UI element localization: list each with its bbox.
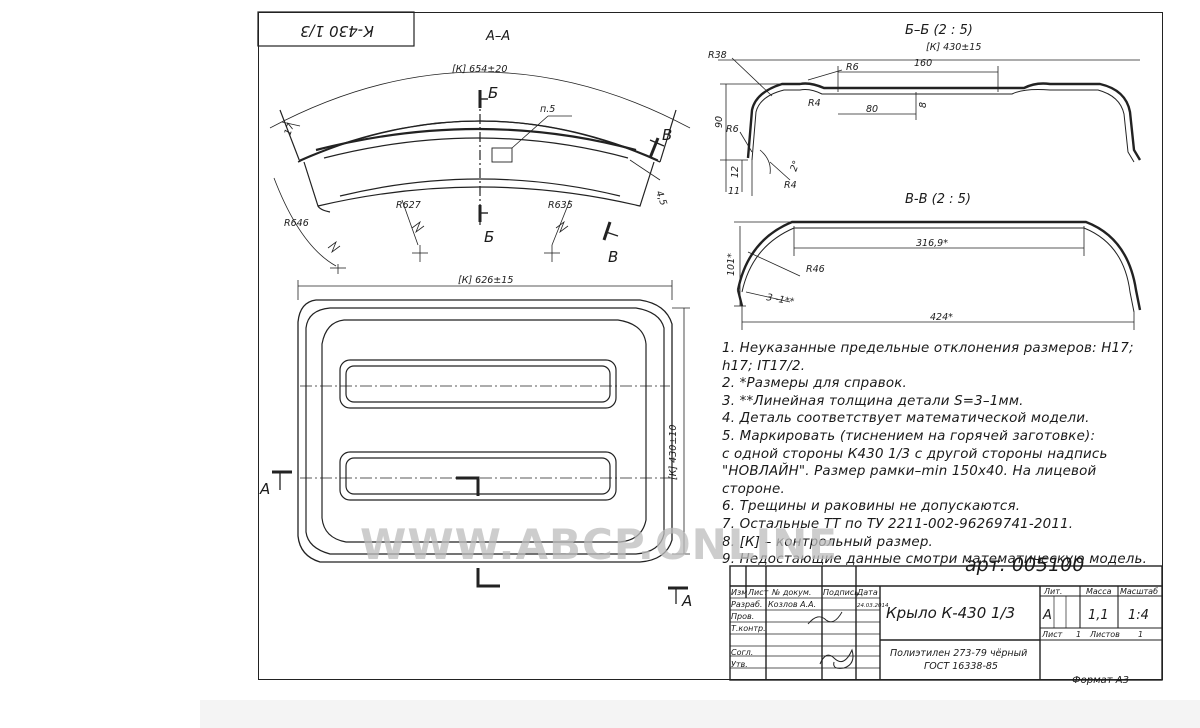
note-line: 8. [К] – контрольный размер. [722,534,933,550]
sheet-format: Формат А3 [1072,675,1129,686]
dim-17: 17 [282,122,296,137]
note-line: "НОВЛАЙН". Размер рамки–min 150x40. На л… [722,464,1097,480]
tb-sheets-label: Листов [1089,630,1120,639]
cut-marks-a [272,470,688,604]
title-block-grid [729,565,1163,681]
stamp-code: К-430 1/3 [300,22,374,40]
dim-r635: R635 [548,200,573,211]
dim-r627: R627 [396,200,421,211]
note-line: 3. **Линейная толщина детали S=3–1мм. [722,393,1024,409]
note-line: стороне. [722,481,785,497]
cut-mark-a-left: А [259,480,270,498]
signature-check [807,611,843,625]
tb-role-utv: Утв. [731,660,748,669]
dim-r46: R46 [806,264,825,275]
tb-role-sogl: Согл. [731,648,753,657]
tb-developer: Козлов А.А. [768,600,816,609]
note-ref-p5: п.5 [540,104,555,115]
tb-scale: 1:4 [1128,608,1149,623]
note-line: 7. Остальные ТТ по ТУ 2211-002-96269741-… [722,516,1074,532]
dim-r4-top: R4 [808,98,821,109]
tb-scale-label: Масштаб [1120,587,1158,596]
note-line: 6. Трещины и раковины не допускаются. [722,499,1021,515]
dim-160: 160 [914,58,932,69]
dim-plan-height: [К] 430±10 [668,425,679,480]
cut-mark-b-top: Б [488,84,498,102]
tb-role-prov: Пров. [731,612,754,621]
tb-role-tkontr: Т.контр. [731,624,766,633]
section-bb-view [718,57,1142,196]
note-line: с одной стороны К430 1/3 с другой сторон… [722,446,1108,462]
tb-lit: А [1042,608,1052,623]
tb-header-izm: Изм [731,588,747,597]
tb-header-doc: № докум. [771,588,811,597]
section-bb-title: Б–Б (2 : 5) [905,23,973,38]
watermark: WWW.ABCP.ONLINE [360,520,838,569]
dim-arc-length: [К] 654±20 [452,64,507,75]
note-line: h17; IT17/2. [722,358,806,374]
dim-r6-left: R6 [726,124,739,135]
dim-r6-top: R6 [846,62,859,73]
dim-thickness: 3 -1** [765,292,795,308]
tb-header-sign: Подпись [823,588,859,597]
article-number: арт. 005100 [965,554,1085,576]
dim-plan-width: [К] 626±15 [458,275,513,286]
tb-material-1: Полиэтилен 273-79 чёрный [890,648,1027,659]
dim-r4-bottom: R4 [784,180,797,191]
stamp-box [257,11,415,47]
tb-sheet-label: Лист [1041,630,1063,639]
dim-316-9: 316,9* [916,238,948,249]
dim-r646: R646 [284,218,309,229]
note-line: 2. *Размеры для справок. [722,376,907,392]
tb-material-2: ГОСТ 16338-85 [924,661,998,672]
cut-mark-v-top: В [662,126,672,144]
dim-r38: R38 [708,50,727,61]
dim-bb-width: [К] 430±15 [926,42,981,53]
dim-101: 101* [726,253,737,276]
section-vv-view [734,220,1142,330]
cut-mark-v-bottom: В [608,248,618,266]
dim-80: 80 [866,104,878,115]
tb-header-list: Лист [747,588,769,597]
tb-sheet: 1 [1076,630,1081,639]
section-aa-title: А–А [485,29,510,44]
tb-lit-label: Лит. [1043,587,1062,596]
dim-11: 11 [728,186,740,197]
dim-12: 12 [730,166,741,178]
signature-approve [819,648,854,669]
tb-mass-label: Масса [1086,587,1112,596]
cut-mark-a-right: А [681,592,692,610]
note-line: 9. Недостающие данные смотри математичес… [722,552,1148,568]
tb-mass: 1,1 [1088,608,1109,623]
drawing-frame [258,12,1163,680]
cut-marks-b [478,90,665,241]
cut-mark-b-bottom: Б [484,228,494,246]
technical-requirements: 1. Неуказанные предельные отклонения раз… [722,340,1162,569]
tb-part-name: Крыло К-430 1/3 [886,604,1015,622]
tb-role-razrab: Разраб. [731,600,762,609]
note-line: 1. Неуказанные предельные отклонения раз… [722,341,1134,356]
tb-header-date: Дата [856,588,878,597]
note-line: 4. Деталь соответствует математической м… [722,411,1090,427]
dim-8: 8 [918,102,929,108]
dim-424: 424* [930,312,953,323]
tb-date: 24.03.2014 [857,603,889,609]
section-aa-view [269,71,691,274]
scan-margin [200,700,1200,728]
dim-angle-2: 2° [788,159,802,173]
dim-4-5: 4,5 [653,189,669,207]
dim-90: 90 [714,116,725,128]
section-vv-title: В-В (2 : 5) [905,192,971,207]
tb-sheets: 1 [1138,630,1143,639]
note-line: 5. Маркировать (тиснением на горячей заг… [722,428,1096,444]
